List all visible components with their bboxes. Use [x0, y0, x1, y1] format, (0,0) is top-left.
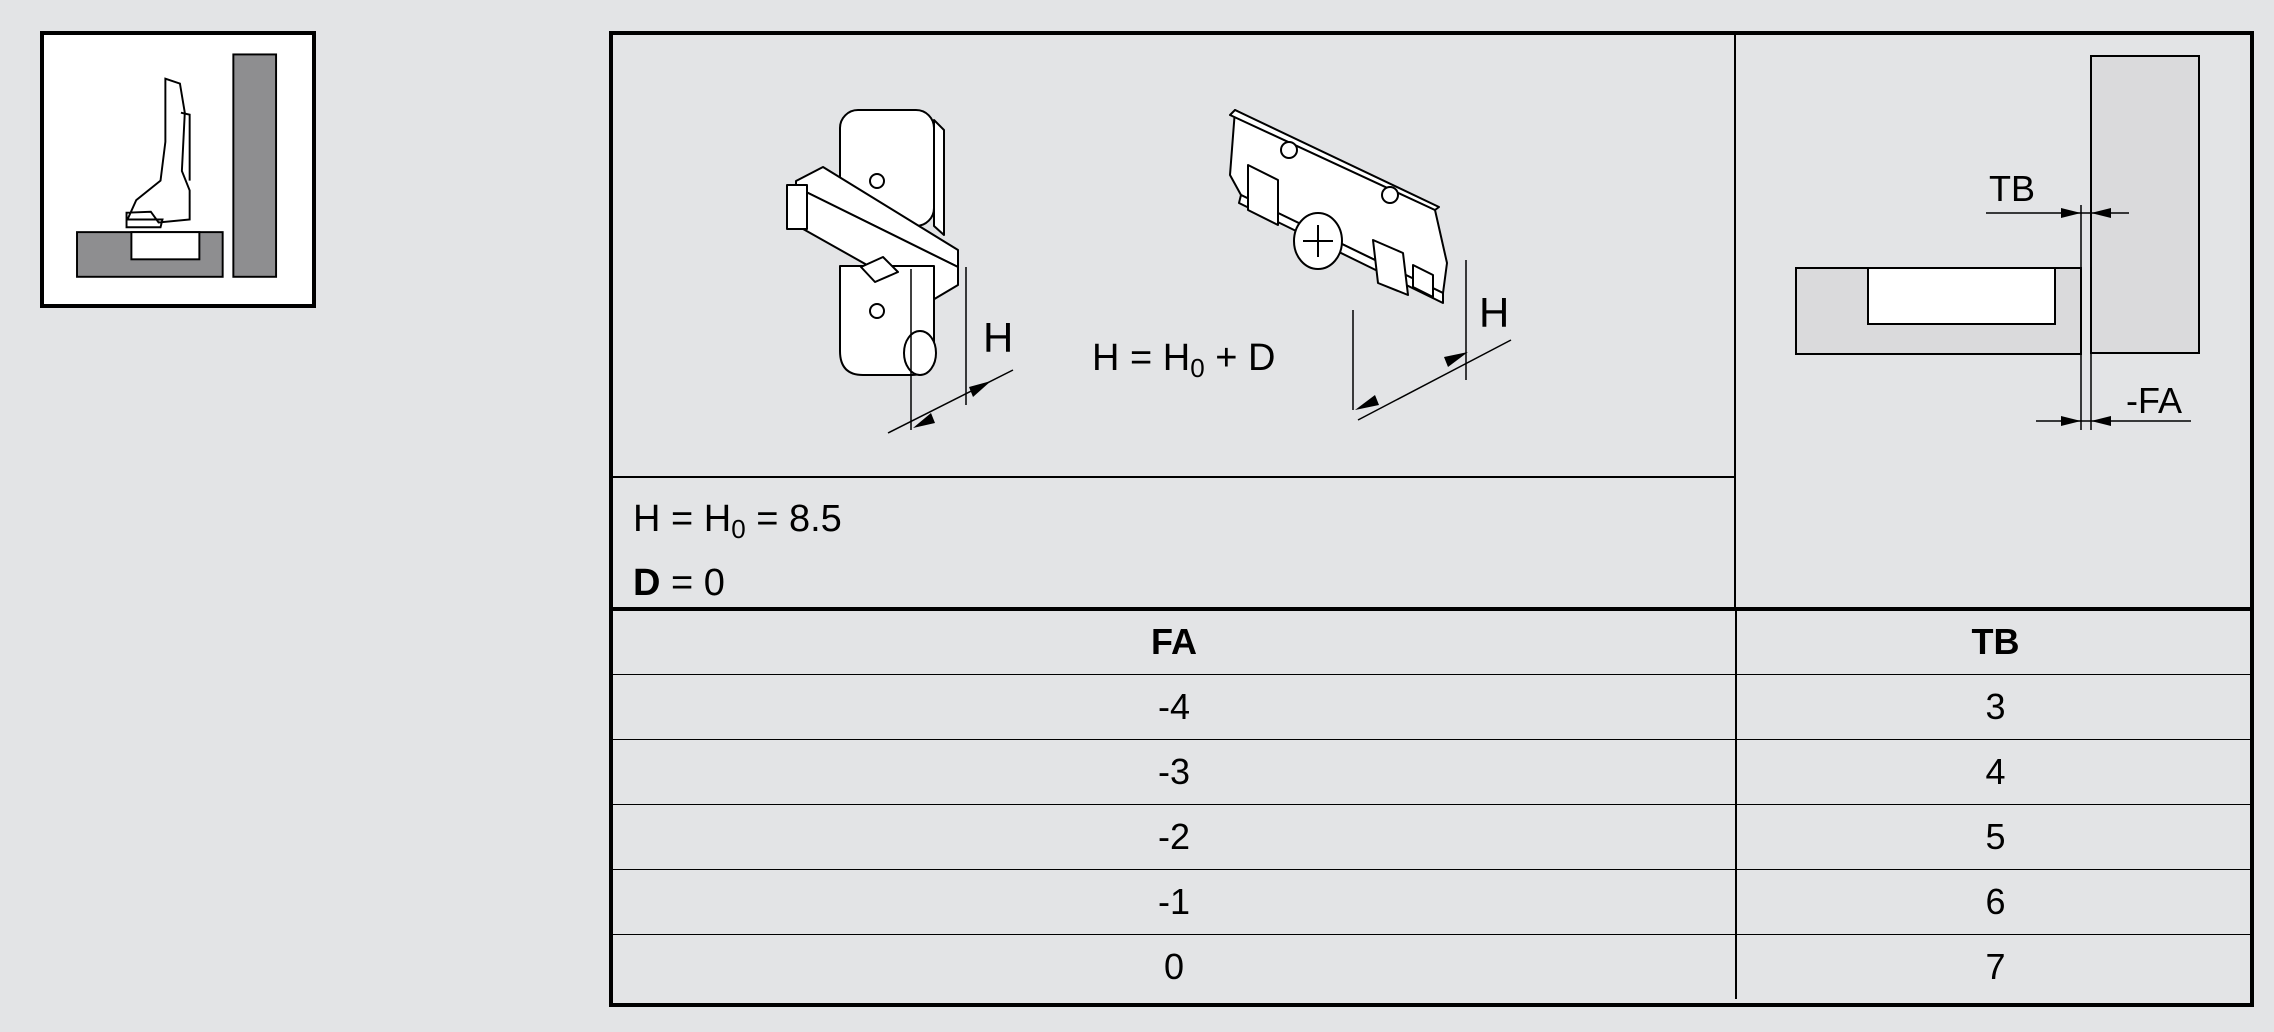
cell-fa: -3 — [613, 738, 1737, 804]
param-h-value: = 8.5 — [745, 498, 842, 540]
param-h-sub: 0 — [731, 514, 746, 544]
cell-tb: 5 — [1736, 803, 2254, 869]
formula-h-sub: 0 — [1190, 353, 1205, 383]
h-label-right: H — [1479, 289, 1509, 336]
table-row: -1 6 — [613, 868, 2254, 934]
table-row: -3 4 — [613, 738, 2254, 804]
cell-fa: -4 — [613, 673, 1737, 739]
tb-label: TB — [1989, 168, 2035, 209]
param-h-prefix: H = H — [633, 498, 732, 540]
overlay-diagram: TB -FA — [1736, 35, 2254, 607]
h-label-left: H — [983, 314, 1013, 361]
table-row: -4 3 — [613, 673, 2254, 739]
distance-value-line: D = 0 — [633, 562, 725, 605]
cell-tb: 7 — [1736, 933, 2254, 999]
formula-h-prefix: H = H — [1092, 337, 1191, 379]
door-overlay-icon: TB -FA — [1795, 55, 2200, 430]
header-fa: FA — [613, 609, 1737, 674]
mounting-plate-icon: H H — [786, 109, 1512, 434]
height-formula: H = H0 + D — [1092, 337, 1275, 384]
hinge-thumbnail — [40, 31, 316, 308]
param-d-label: D — [633, 562, 661, 604]
table-row: -2 5 — [613, 803, 2254, 869]
param-d-value: = 0 — [660, 562, 725, 604]
mounting-plate-drawing: H H H = H0 + D — [613, 35, 1736, 476]
cell-tb: 3 — [1736, 673, 2254, 739]
cell-fa: 0 — [613, 933, 1737, 999]
fa-tb-table: FA TB -4 3 -3 4 -2 5 -1 6 0 7 — [613, 607, 2254, 999]
cell-tb: 4 — [1736, 738, 2254, 804]
table-header-row: FA TB — [613, 609, 2254, 674]
parameters-cell: H = H0 = 8.5 D = 0 — [613, 476, 1736, 607]
spec-table-frame: H H H = H0 + D H = H0 = 8.5 D = 0 — [609, 31, 2254, 1007]
formula-h-suffix: + D — [1204, 337, 1276, 379]
cell-fa: -2 — [613, 803, 1737, 869]
table-row: 0 7 — [613, 933, 2254, 999]
header-tb: TB — [1971, 621, 2020, 663]
cell-tb: 6 — [1736, 868, 2254, 934]
hinge-overlay-icon — [76, 53, 278, 278]
fa-label: -FA — [2126, 380, 2182, 421]
cell-fa: -1 — [613, 868, 1737, 934]
height-value-line: H = H0 = 8.5 — [633, 498, 842, 545]
